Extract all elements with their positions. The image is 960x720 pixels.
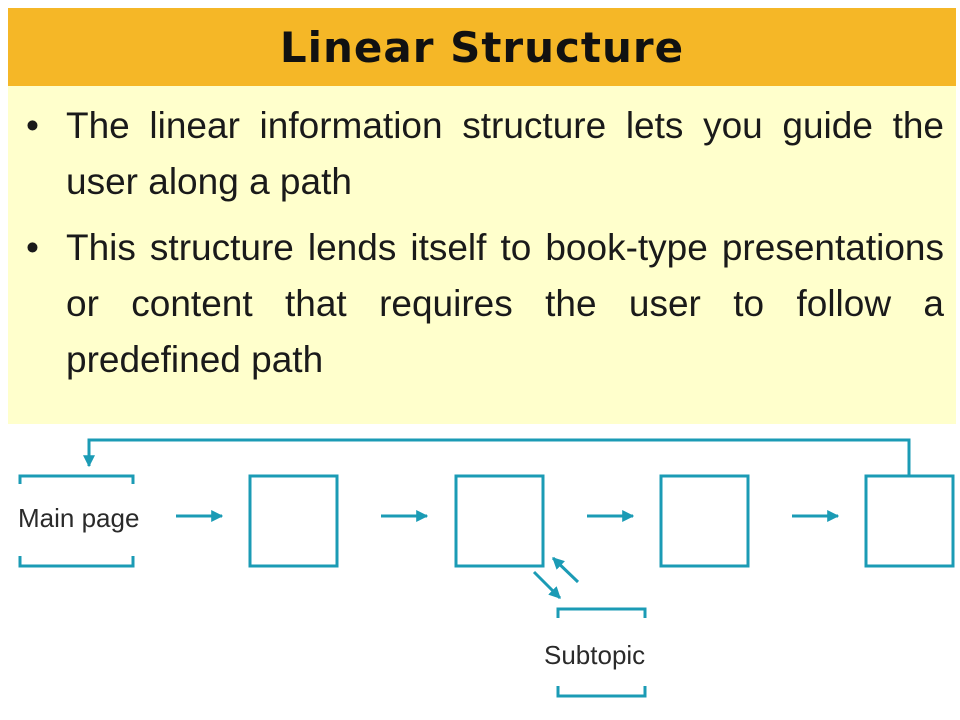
- main-page-bracket-top: [18, 474, 135, 484]
- subtopic-bracket-bottom: [556, 686, 647, 698]
- main-page-bracket-bottom: [18, 556, 135, 568]
- page-box-4: [864, 474, 955, 568]
- subtopic-bracket-top: [556, 607, 647, 618]
- title-bar: Linear Structure: [8, 8, 956, 86]
- arrow-to-subtopic: [532, 570, 562, 600]
- return-loop-line: [83, 438, 911, 476]
- bullet-content-box: • The linear information structure lets …: [8, 86, 956, 424]
- bullet-text: The linear information structure lets yo…: [66, 105, 944, 202]
- page-box-3: [659, 474, 750, 568]
- subtopic-label: Subtopic: [544, 640, 645, 670]
- arrow-from-subtopic: [551, 556, 580, 584]
- slide-title: Linear Structure: [279, 22, 685, 72]
- bullet-dot: •: [26, 105, 39, 146]
- page-box-1: [248, 474, 339, 568]
- bullet-dot: •: [26, 227, 39, 268]
- page-box-2: [454, 474, 545, 568]
- linear-structure-diagram: Main page Subtopic: [18, 438, 955, 698]
- main-page-label: Main page: [18, 503, 139, 533]
- bullet-text: This structure lends itself to book-type…: [66, 227, 944, 380]
